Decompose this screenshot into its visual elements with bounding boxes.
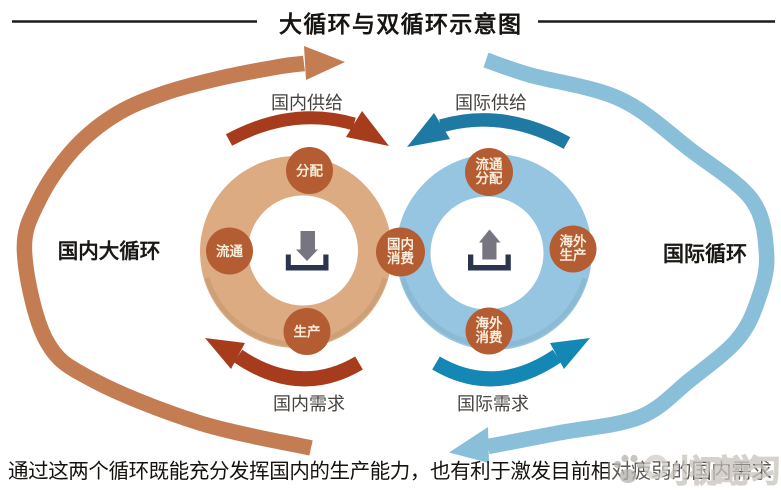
svg-text:国际供给: 国际供给 [455,93,527,113]
svg-text:生产: 生产 [294,324,321,340]
svg-text:国内大循环: 国内大循环 [58,239,161,263]
svg-text:生产: 生产 [560,247,587,263]
svg-text:大循环与双循环示意图: 大循环与双循环示意图 [279,11,521,37]
svg-text:小初高学习: 小初高学习 [669,454,781,489]
svg-text:通过这两个循环既能充分发挥国内的生产能力，也有利于激发目前相: 通过这两个循环既能充分发挥国内的生产能力，也有利于激发目前相对疲弱的国内需求 [8,460,772,483]
svg-text:国内需求: 国内需求 [273,394,345,414]
svg-text:消费: 消费 [387,250,414,266]
svg-text:分配: 分配 [476,171,503,186]
svg-text:海外: 海外 [560,233,588,249]
svg-text:国内: 国内 [387,236,414,252]
svg-text:流通: 流通 [216,243,243,259]
svg-text:国际循环: 国际循环 [663,242,747,266]
svg-text:国内供给: 国内供给 [271,93,343,113]
svg-text:消费: 消费 [476,329,503,345]
svg-text:流通: 流通 [476,156,503,172]
svg-text:海外: 海外 [476,315,503,331]
svg-text:分配: 分配 [296,164,323,179]
svg-text:国际需求: 国际需求 [457,394,529,414]
